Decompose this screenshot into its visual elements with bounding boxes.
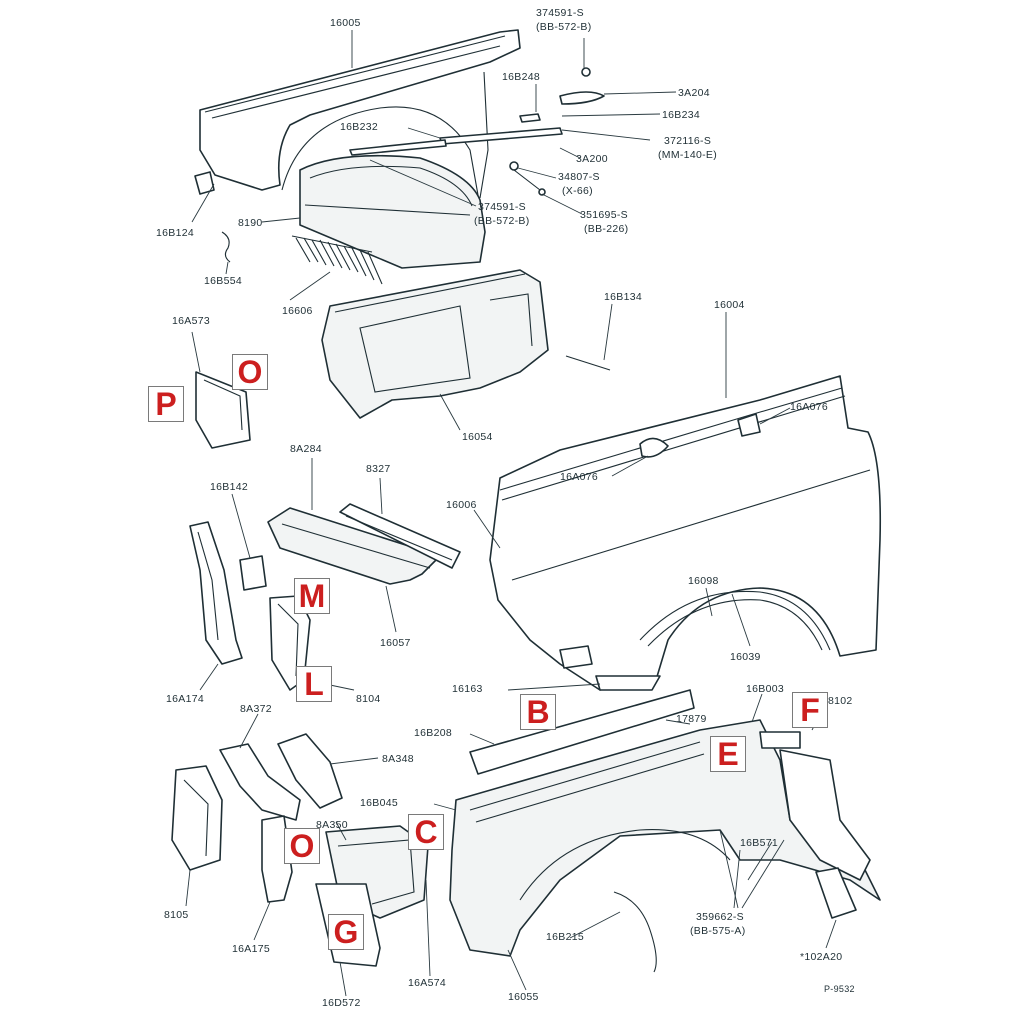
badge-letter: C xyxy=(414,814,438,850)
label-8104: 8104 xyxy=(356,693,381,705)
label-351695-s: 351695-S xyxy=(580,209,628,221)
label-16055: 16055 xyxy=(508,991,539,1003)
badge-letter: E xyxy=(717,736,739,772)
part-labels: 374591-S (BB-572-B) 16005 16B248 3A204 1… xyxy=(156,7,855,1009)
label-16b215: 16B215 xyxy=(546,931,584,943)
label-16b554: 16B554 xyxy=(204,275,242,287)
badge-letter: P xyxy=(155,386,177,422)
badge-letter: O xyxy=(289,828,315,864)
label-reference-p-9532: P-9532 xyxy=(824,984,855,994)
label-34807-s: 34807-S xyxy=(558,171,600,183)
fender-upper-assembly xyxy=(194,29,521,199)
label-16a076-right: 16A076 xyxy=(790,401,828,413)
label-16a574: 16A574 xyxy=(408,977,446,989)
bolt-row-16606 xyxy=(291,235,383,285)
label-16005: 16005 xyxy=(330,17,361,29)
label-bb-575-a: (BB-575-A) xyxy=(690,925,746,937)
callout-badge-o-top: O xyxy=(232,354,268,390)
label-16b142: 16B142 xyxy=(210,481,248,493)
label-16098: 16098 xyxy=(688,575,719,587)
badge-letter: B xyxy=(526,694,550,730)
label-8327: 8327 xyxy=(366,463,391,475)
label-bb-572-b-mid: (BB-572-B) xyxy=(474,215,530,227)
label-16b134: 16B134 xyxy=(604,291,642,303)
label-374591-s-mid: 374591-S xyxy=(478,201,526,213)
label-16b208: 16B208 xyxy=(414,727,452,739)
bracket-16b142 xyxy=(239,555,267,591)
splash-shield-8190 xyxy=(299,154,486,269)
post-16a174 xyxy=(189,521,243,665)
callout-badge-o-bottom: O xyxy=(284,828,320,864)
label-372116-s: 372116-S xyxy=(664,135,711,147)
label-bb-226: (BB-226) xyxy=(584,223,628,235)
label-8a372: 8A372 xyxy=(240,703,272,715)
callout-badge-m: M xyxy=(294,578,330,614)
callout-badge-c: C xyxy=(408,814,444,850)
label-8a350: 8A350 xyxy=(316,819,348,831)
label-16d572: 16D572 xyxy=(322,997,361,1009)
label-x-66: (X-66) xyxy=(562,185,593,197)
badge-letter: O xyxy=(237,354,263,390)
callout-badge-b: B xyxy=(520,694,556,730)
label-8105: 8105 xyxy=(164,909,189,921)
label-16b124: 16B124 xyxy=(156,227,194,239)
label-359662-s: 359662-S xyxy=(696,911,744,923)
hood-linkage xyxy=(349,67,605,196)
label-bb-572-b-top: (BB-572-B) xyxy=(536,21,592,33)
label-16006: 16006 xyxy=(446,499,477,511)
callout-badge-l: L xyxy=(296,666,332,702)
label-8a284: 8A284 xyxy=(290,443,322,455)
hose-16b215 xyxy=(613,891,657,973)
rod-16b134 xyxy=(565,355,611,371)
label-374591-s-top: 374591-S xyxy=(536,7,584,19)
hose-16b554 xyxy=(221,231,231,263)
callout-badge-e: E xyxy=(710,736,746,772)
label-17879: 17879 xyxy=(676,713,707,725)
label-16b571: 16B571 xyxy=(740,837,778,849)
callout-badge-p: P xyxy=(148,386,184,422)
label-mm-140-e: (MM-140-E) xyxy=(658,149,717,161)
label-16039: 16039 xyxy=(730,651,761,663)
badge-letter: M xyxy=(298,578,326,614)
lower-left-braces xyxy=(171,733,343,903)
label-16b234: 16B234 xyxy=(662,109,700,121)
label-16606: 16606 xyxy=(282,305,313,317)
badge-letter: G xyxy=(333,914,359,950)
callout-badge-g: G xyxy=(328,914,364,950)
apron-16055 xyxy=(449,689,881,957)
label-16b003: 16B003 xyxy=(746,683,784,695)
label-16b248: 16B248 xyxy=(502,71,540,83)
label-16b232: 16B232 xyxy=(340,121,378,133)
label-16a174: 16A174 xyxy=(166,693,204,705)
label-16b045: 16B045 xyxy=(360,797,398,809)
label-102a20: *102A20 xyxy=(800,951,842,963)
label-16004: 16004 xyxy=(714,299,745,311)
label-16a175: 16A175 xyxy=(232,943,270,955)
label-3a204: 3A204 xyxy=(678,87,710,99)
label-16163: 16163 xyxy=(452,683,483,695)
inner-panel-16054 xyxy=(321,269,549,419)
label-16054: 16054 xyxy=(462,431,493,443)
label-8a348: 8A348 xyxy=(382,753,414,765)
badge-letter: F xyxy=(800,692,820,728)
label-16057: 16057 xyxy=(380,637,411,649)
crossmember-8a284 xyxy=(267,503,461,585)
label-3a200: 3A200 xyxy=(576,153,608,165)
label-8190: 8190 xyxy=(238,217,263,229)
label-8102: 8102 xyxy=(828,695,853,707)
label-16a573: 16A573 xyxy=(172,315,210,327)
badge-letter: L xyxy=(304,666,324,702)
label-16a076-left: 16A076 xyxy=(560,471,598,483)
fender-lower-assembly xyxy=(489,375,882,691)
callout-badge-f: F xyxy=(792,692,828,728)
